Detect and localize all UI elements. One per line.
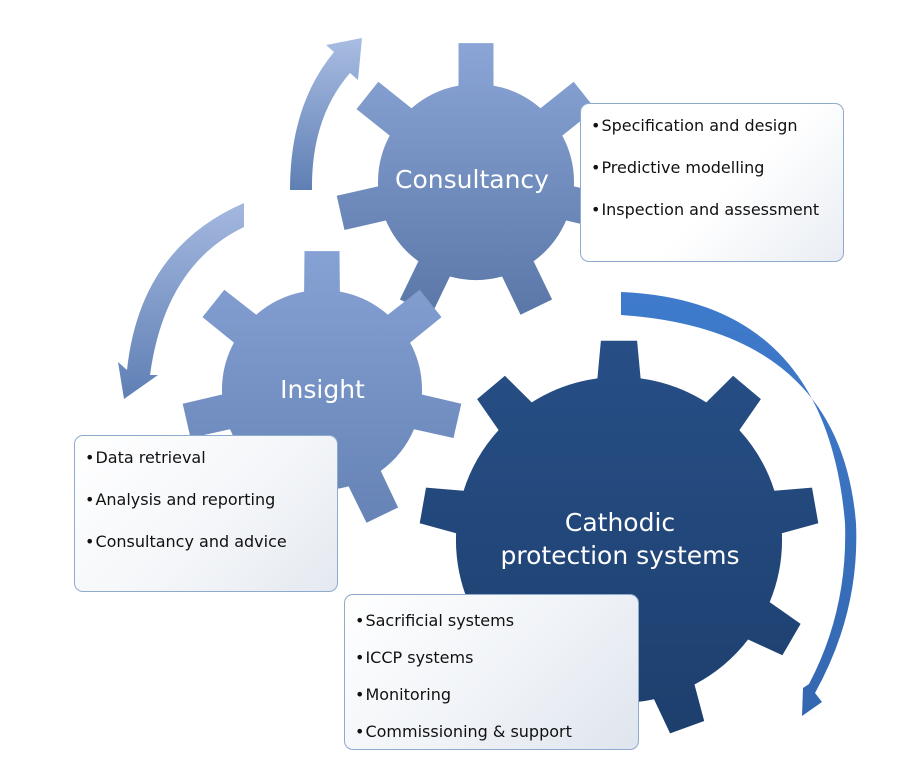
consultancy-services-list: Specification and design Predictive mode…: [591, 116, 833, 242]
consultancy-label: Consultancy: [395, 165, 549, 194]
list-item: Predictive modelling: [591, 158, 833, 200]
list-item: Sacrificial systems: [355, 611, 628, 648]
insight-label: Insight: [280, 375, 365, 404]
consultancy-gear: [336, 43, 616, 315]
list-item: Inspection and assessment: [591, 200, 833, 242]
cathodic-label-line2: protection systems: [500, 541, 740, 570]
list-item: Monitoring: [355, 685, 628, 722]
list-item: Consultancy and advice: [85, 532, 327, 574]
list-item: Commissioning & support: [355, 722, 628, 759]
cycle-arrow-top: [290, 38, 362, 190]
insight-services-box: Data retrieval Analysis and reporting Co…: [74, 435, 338, 592]
list-item: Specification and design: [591, 116, 833, 158]
cycle-arrow-left: [118, 203, 244, 399]
consultancy-services-box: Specification and design Predictive mode…: [580, 103, 844, 262]
cathodic-label-line1: Cathodic: [564, 508, 676, 537]
list-item: ICCP systems: [355, 648, 628, 685]
list-item: Data retrieval: [85, 448, 327, 490]
insight-services-list: Data retrieval Analysis and reporting Co…: [85, 448, 327, 574]
list-item: Analysis and reporting: [85, 490, 327, 532]
cathodic-services-list: Sacrificial systems ICCP systems Monitor…: [355, 611, 628, 759]
cathodic-services-box: Sacrificial systems ICCP systems Monitor…: [344, 594, 639, 750]
